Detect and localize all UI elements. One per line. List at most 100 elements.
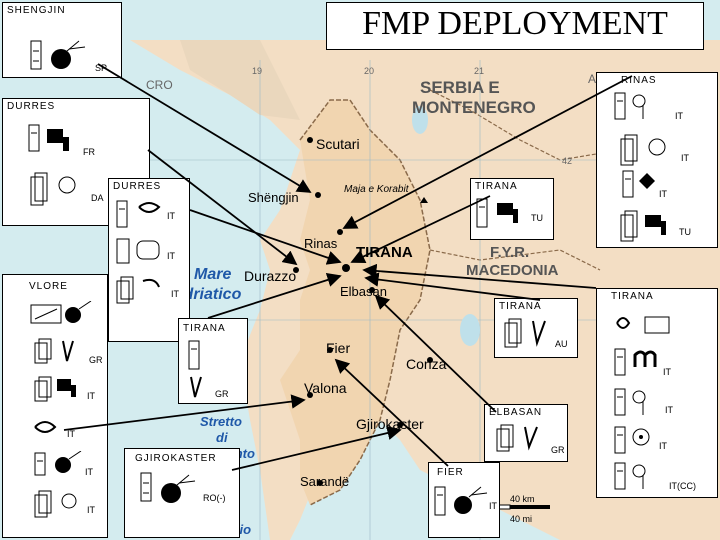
supply-unit-icon — [30, 172, 76, 206]
nation-code: GR — [551, 445, 565, 455]
box-label: ELBASAN — [489, 407, 543, 418]
nation-code: TU — [679, 227, 691, 237]
infantry-unit-icon — [34, 338, 74, 364]
nation-code: IT — [659, 189, 667, 199]
nation-code: RO(-) — [203, 493, 226, 503]
box-label: VLORE — [29, 281, 68, 292]
nation-code: IT — [85, 467, 93, 477]
city-valona: Valona — [304, 380, 347, 396]
nation-code: IT — [665, 405, 673, 415]
medical-unit-icon — [116, 200, 161, 228]
box-label: DURRES — [113, 181, 162, 192]
infantry-unit-icon — [190, 376, 202, 398]
nation-code: DA — [91, 193, 104, 203]
city-durazzo: Durazzo — [244, 268, 297, 284]
supply-unit-icon — [620, 134, 666, 166]
city-shengjin: Shëngjin — [248, 190, 299, 205]
title-box: FMP DEPLOYMENT — [326, 2, 704, 50]
box-label: TIRANA — [475, 181, 518, 192]
nation-code: IT — [167, 211, 175, 221]
nation-code: TU — [531, 213, 543, 223]
grid-number-42: 42 — [562, 156, 573, 166]
city-coriza: Coriza — [406, 356, 447, 372]
nation-code: IT — [167, 251, 175, 261]
medical-unit-icon — [34, 421, 57, 433]
nation-code: IT — [675, 111, 683, 121]
grid-number-19: 19 — [252, 66, 263, 76]
nation-code: IT — [681, 153, 689, 163]
scale-km-40: 40 km — [510, 494, 535, 504]
nation-code: IT — [171, 289, 179, 299]
signal-unit-icon — [616, 316, 670, 334]
sea-label-mare: Mare — [194, 266, 232, 283]
city-fier: Fier — [326, 340, 351, 356]
supply-unit-icon — [34, 490, 77, 518]
infantry-unit-icon — [496, 424, 538, 452]
city-elbasan: Elbasan — [340, 284, 387, 299]
explosive-unit-icon — [30, 40, 86, 70]
city-gjirokaster: Gjirokaster — [356, 416, 424, 432]
box-tirana-mid: TIRANA TU — [470, 178, 554, 240]
box-tirana-small: TIRANA GR — [178, 318, 248, 404]
infantry-unit-icon — [504, 318, 546, 348]
grid-number-20: 20 — [364, 66, 375, 76]
page-title: FMP DEPLOYMENT — [362, 5, 668, 42]
peak-korabit: Maja e Korabit — [344, 184, 409, 195]
nation-code: IT — [489, 501, 497, 511]
map-label-serbia: SERBIA E — [420, 78, 500, 97]
map-label-macedonia: MACEDONIA — [466, 262, 559, 279]
hospital-unit-icon — [476, 198, 518, 228]
chemical-unit-icon — [614, 426, 650, 454]
box-fier: FIER IT — [428, 462, 500, 538]
box-shengjin: SHENGJIN SP — [2, 2, 122, 78]
city-scutari: Scutari — [316, 136, 360, 152]
box-vlore: VLORE GR IT IT IT IT — [2, 274, 108, 538]
transport-unit-icon — [614, 462, 646, 490]
scale-mi-40: 40 mi — [510, 514, 533, 524]
strait-label-1: Stretto — [200, 414, 242, 429]
grid-number-21: 21 — [474, 66, 485, 76]
supply-unit-icon — [116, 276, 160, 304]
box-rinas: RINAS IT IT IT TU — [596, 72, 718, 248]
explosive-unit-icon — [140, 472, 196, 503]
nation-code: IT — [659, 441, 667, 451]
box-tirana-right: TIRANA IT IT IT IT(CC) — [596, 288, 718, 498]
box-label: TIRANA — [611, 291, 654, 302]
box-label: RINAS — [621, 75, 657, 86]
nation-code: SP — [95, 63, 108, 73]
explosive-unit-icon — [34, 451, 82, 476]
map-label-montenegro: MONTENEGRO — [412, 98, 536, 117]
box-label: FIER — [437, 467, 464, 478]
hospital-unit-icon — [34, 376, 76, 402]
transport-unit-icon — [614, 92, 646, 120]
city-tirana: TIRANA — [356, 244, 413, 261]
maintenance-unit-icon — [614, 348, 657, 376]
nation-code: GR — [215, 389, 229, 399]
map-label-cro: CRO — [146, 78, 173, 92]
box-label: SHENGJIN — [7, 5, 66, 16]
nation-code: IT — [67, 429, 75, 439]
hospital-unit-icon — [28, 124, 69, 152]
unit-marker-icon — [188, 340, 200, 370]
explosive-unit-icon — [30, 301, 92, 324]
city-rinas: Rinas — [304, 236, 338, 251]
box-label: TIRANA — [183, 323, 226, 334]
nation-code: IT — [87, 391, 95, 401]
nation-code: FR — [83, 147, 95, 157]
box-tirana-center: TIRANA AU — [494, 298, 578, 358]
explosive-unit-icon — [434, 486, 488, 516]
map-label-fyr: F.Y.R. — [490, 244, 530, 261]
nation-code: IT — [87, 505, 95, 515]
box-label: DURRES — [7, 101, 56, 112]
nation-code: AU — [555, 339, 568, 349]
hospital-unit-icon — [620, 210, 666, 242]
box-gjirokaster: GJIROKASTER RO(-) — [124, 448, 240, 538]
signal-unit-icon — [116, 238, 160, 264]
nation-code: IT — [663, 367, 671, 377]
nation-code: IT(CC) — [669, 481, 696, 491]
box-elbasan: ELBASAN GR — [484, 404, 568, 462]
nation-code: GR — [89, 355, 103, 365]
strait-label-2: di — [216, 430, 228, 445]
box-label: TIRANA — [499, 301, 542, 312]
